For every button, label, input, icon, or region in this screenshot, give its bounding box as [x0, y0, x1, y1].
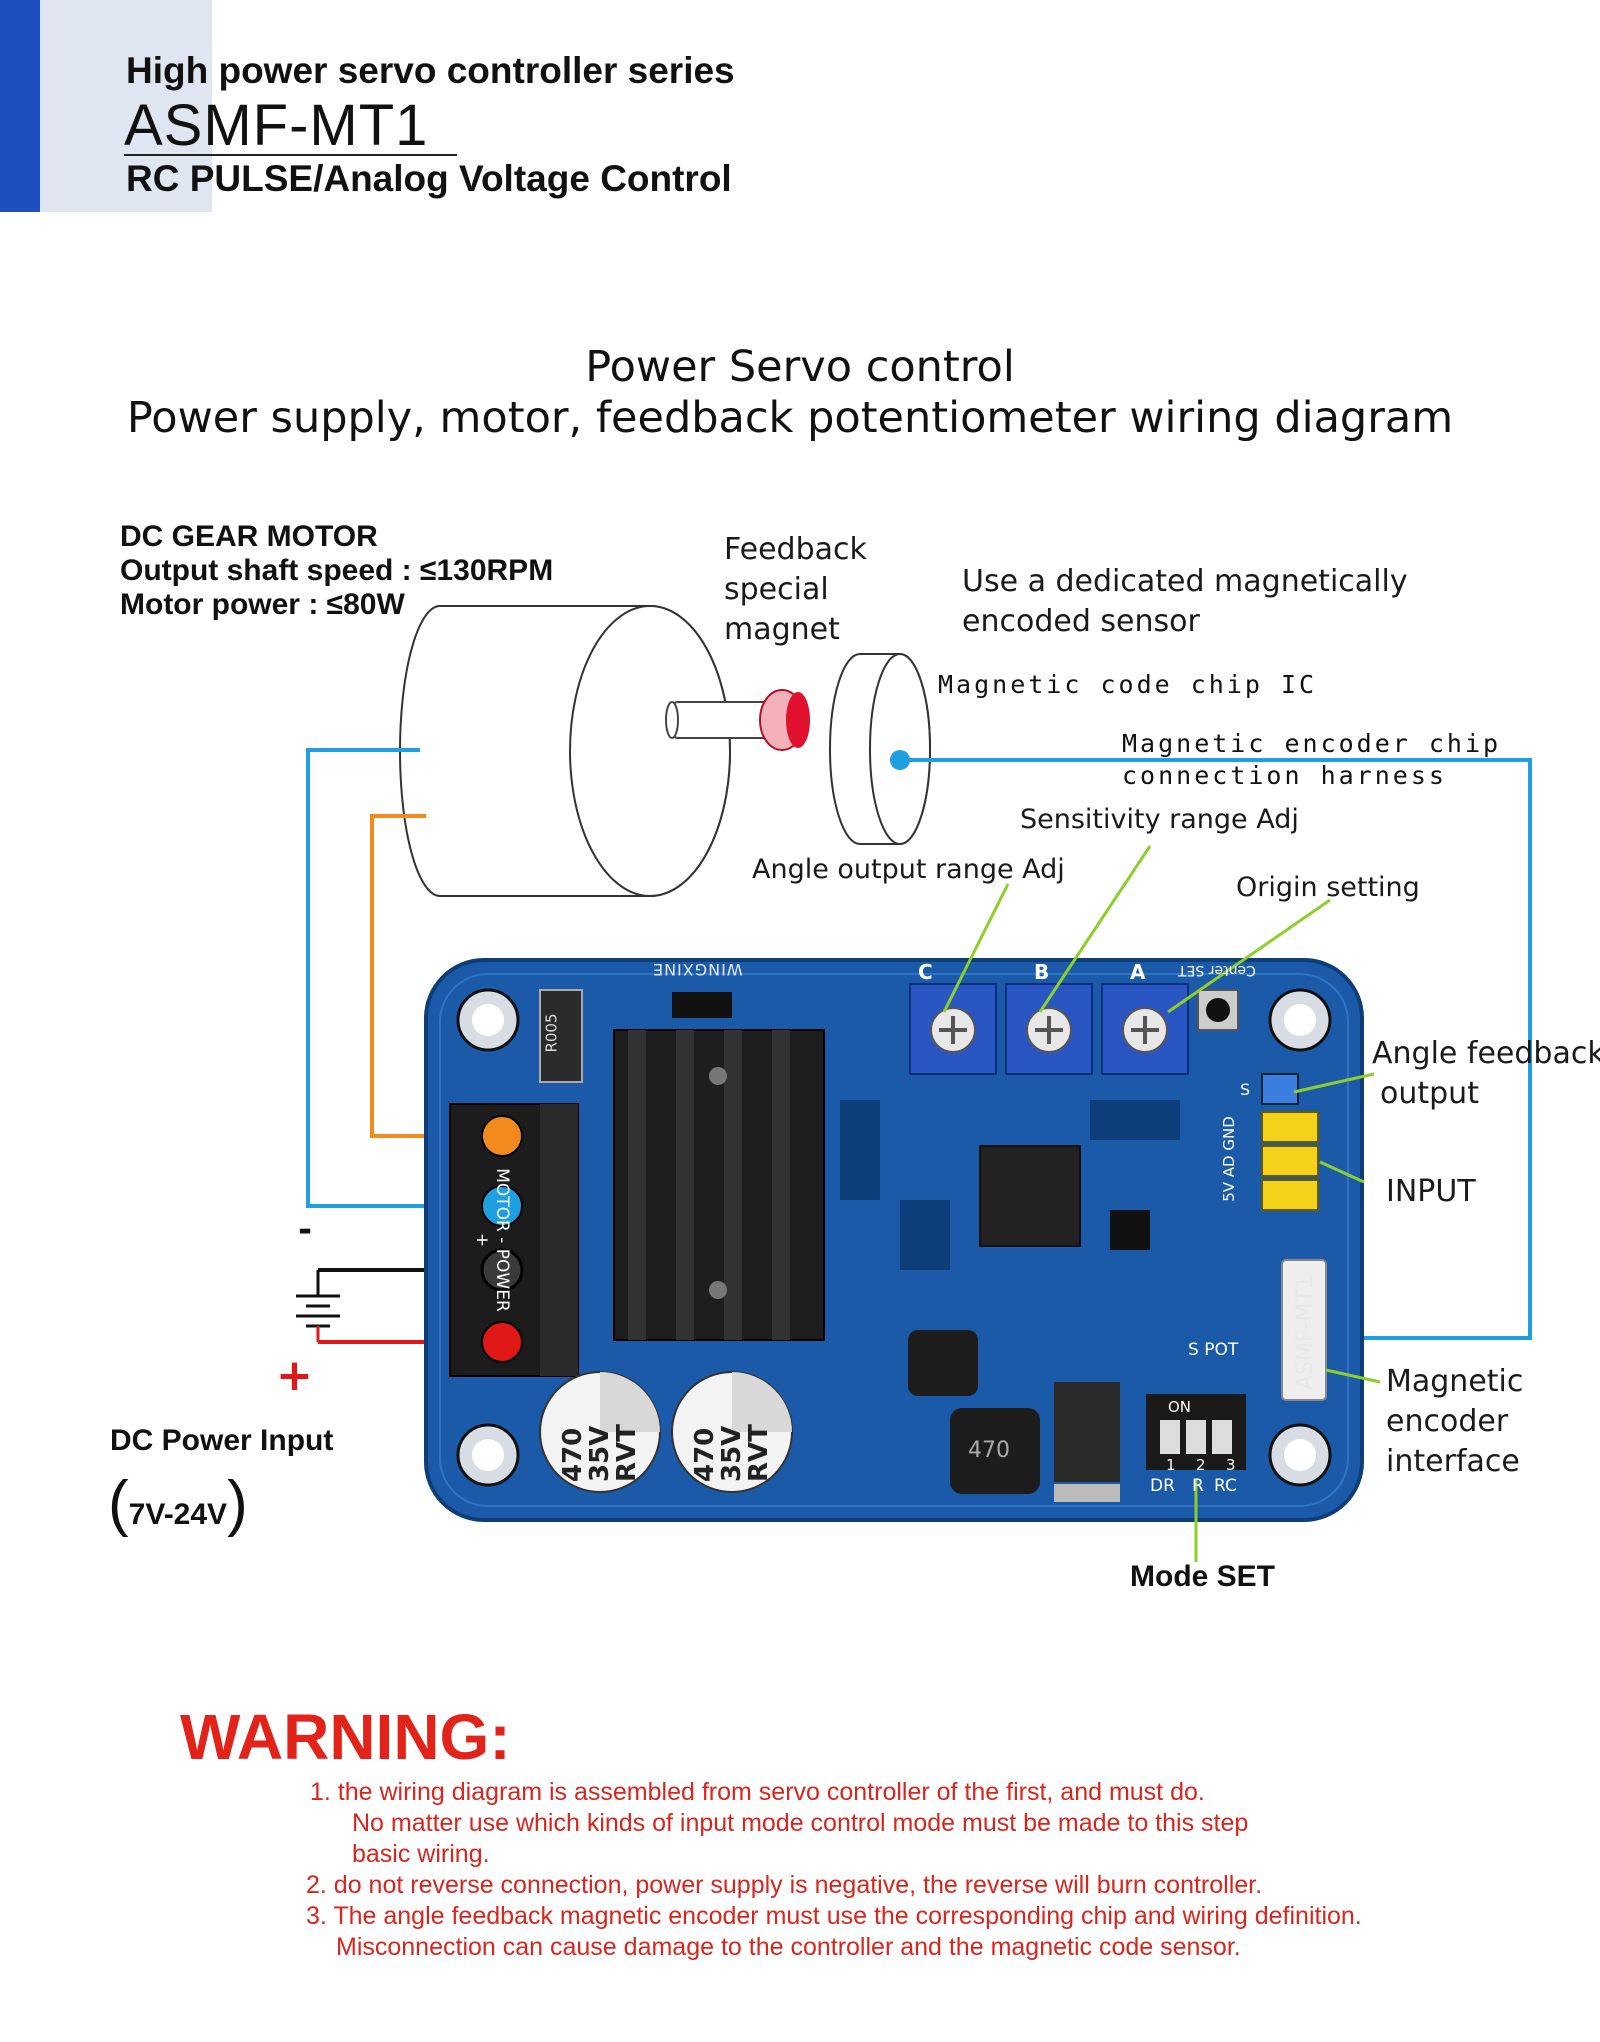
cap2-label: 470 35V RVT [690, 1424, 774, 1482]
harness-wire [900, 758, 1532, 1340]
motor-name: DC GEAR MOTOR [120, 520, 378, 553]
sensor-line-1: Use a dedicated magnetically [962, 564, 1408, 599]
harness-line-2: connection harness [1122, 761, 1447, 790]
origin-label: Origin setting [1236, 872, 1420, 903]
warning-line-3: basic wiring. [352, 1840, 490, 1868]
input-pin-labels: 5V AD GND [1219, 1116, 1238, 1202]
warning-line-1: 1. the wiring diagram is assembled from … [310, 1778, 1205, 1806]
motor-wire-blue [306, 748, 500, 1208]
cap1-series: RVT [612, 1424, 642, 1482]
sensor-line-2: encoded sensor [962, 604, 1200, 639]
mode-set-label: Mode SET [1130, 1560, 1276, 1593]
dip-num-3: 3 [1226, 1456, 1236, 1474]
dip-on-label: ON [1168, 1398, 1192, 1416]
mag-interface-line-2: encoder [1386, 1404, 1509, 1439]
warning-line-4: 2. do not reverse connection, power supp… [306, 1871, 1263, 1899]
inductor-label: 470 [968, 1438, 1010, 1463]
pot-b-label: B [1034, 960, 1050, 984]
paren-close: ) [227, 1469, 248, 1538]
cap2-value: 470 [690, 1427, 720, 1482]
angle-feedback-line-2: output [1380, 1076, 1479, 1111]
dip-label-r: R [1192, 1476, 1204, 1496]
angle-range-label: Angle output range Adj [752, 854, 1065, 885]
warning-line-5: 3. The angle feedback magnetic encoder m… [306, 1902, 1362, 1930]
warning-line-6: Misconnection can cause damage to the co… [336, 1933, 1241, 1961]
sensitivity-label: Sensitivity range Adj [1020, 804, 1299, 835]
header-light-band [40, 0, 212, 212]
harness-label: Magnetic encoder chip connection harness [1122, 728, 1501, 792]
paren-open: ( [108, 1469, 129, 1538]
board-model-label: ASMF-MT1 [1293, 1274, 1319, 1391]
leader-lines [942, 845, 1381, 1562]
diagram-subtitle: Power supply, motor, feedback potentiome… [126, 393, 1454, 443]
board-resistor-label: R005 [542, 1013, 561, 1053]
motor-power: Motor power : ≤80W [120, 588, 405, 621]
battery-symbol [296, 1270, 340, 1342]
cap2-voltage: 35V [717, 1425, 747, 1482]
board-brand: WINGXINE [652, 960, 743, 979]
cap1-value: 470 [558, 1427, 588, 1482]
harness-line-1: Magnetic encoder chip [1122, 729, 1502, 758]
magnetic-sensor [829, 653, 931, 845]
model-title: ASMF-MT1 [124, 93, 429, 158]
dip-label-rc: RC [1214, 1476, 1237, 1496]
board-terminal-label: MOTOR - POWER + [472, 1168, 512, 1312]
motor-speed: Output shaft speed : ≤130RPM [120, 554, 554, 587]
pot-c-label: C [918, 960, 933, 984]
pot-a-label: A [1130, 960, 1146, 984]
warning-title: WARNING: [180, 1701, 511, 1773]
dc-input-label: DC Power Input [110, 1424, 334, 1457]
angle-feedback-line-1: Angle feedback [1372, 1036, 1600, 1071]
voltage-range: (7V-24V) [108, 1468, 248, 1539]
chip-ic-label: Magnetic code chip IC [938, 670, 1318, 699]
sensor-label: Use a dedicated magnetically encoded sen… [962, 562, 1408, 642]
voltage-value: 7V-24V [128, 1498, 228, 1531]
diagram-title: Power Servo control [585, 342, 1015, 392]
mag-interface-label: Magnetic encoder interface [1386, 1362, 1523, 1482]
plus-sign: + [276, 1350, 313, 1401]
feedback-magnet-line-3: magnet [724, 612, 840, 647]
feedback-magnet-line-2: special [724, 572, 829, 607]
series-title: High power servo controller series [126, 50, 735, 91]
dip-num-1: 1 [1166, 1456, 1176, 1474]
center-set-label: Center SET [1178, 962, 1256, 978]
header-s-label: S [1240, 1080, 1251, 1099]
header-accent-band [0, 0, 40, 212]
warning-line-2: No matter use which kinds of input mode … [352, 1809, 1249, 1837]
input-label: INPUT [1386, 1174, 1476, 1209]
cap1-label: 470 35V RVT [558, 1424, 642, 1482]
cap1-voltage: 35V [585, 1425, 615, 1482]
cap2-series: RVT [744, 1424, 774, 1482]
dip-num-2: 2 [1196, 1456, 1206, 1474]
angle-feedback-label: Angle feedback output [1372, 1034, 1600, 1114]
dip-label-dr: DR [1150, 1476, 1175, 1496]
feedback-magnet-label: Feedback special magnet [724, 530, 867, 650]
control-subtitle: RC PULSE/Analog Voltage Control [126, 158, 732, 199]
mag-interface-line-3: interface [1386, 1444, 1520, 1479]
mag-interface-line-1: Magnetic [1386, 1364, 1524, 1399]
pot-header-label: S POT [1188, 1340, 1239, 1360]
minus-sign: - [298, 1210, 313, 1250]
header-rule [124, 154, 457, 156]
feedback-magnet-line-1: Feedback [724, 532, 867, 567]
dc-gear-motor [399, 605, 810, 897]
